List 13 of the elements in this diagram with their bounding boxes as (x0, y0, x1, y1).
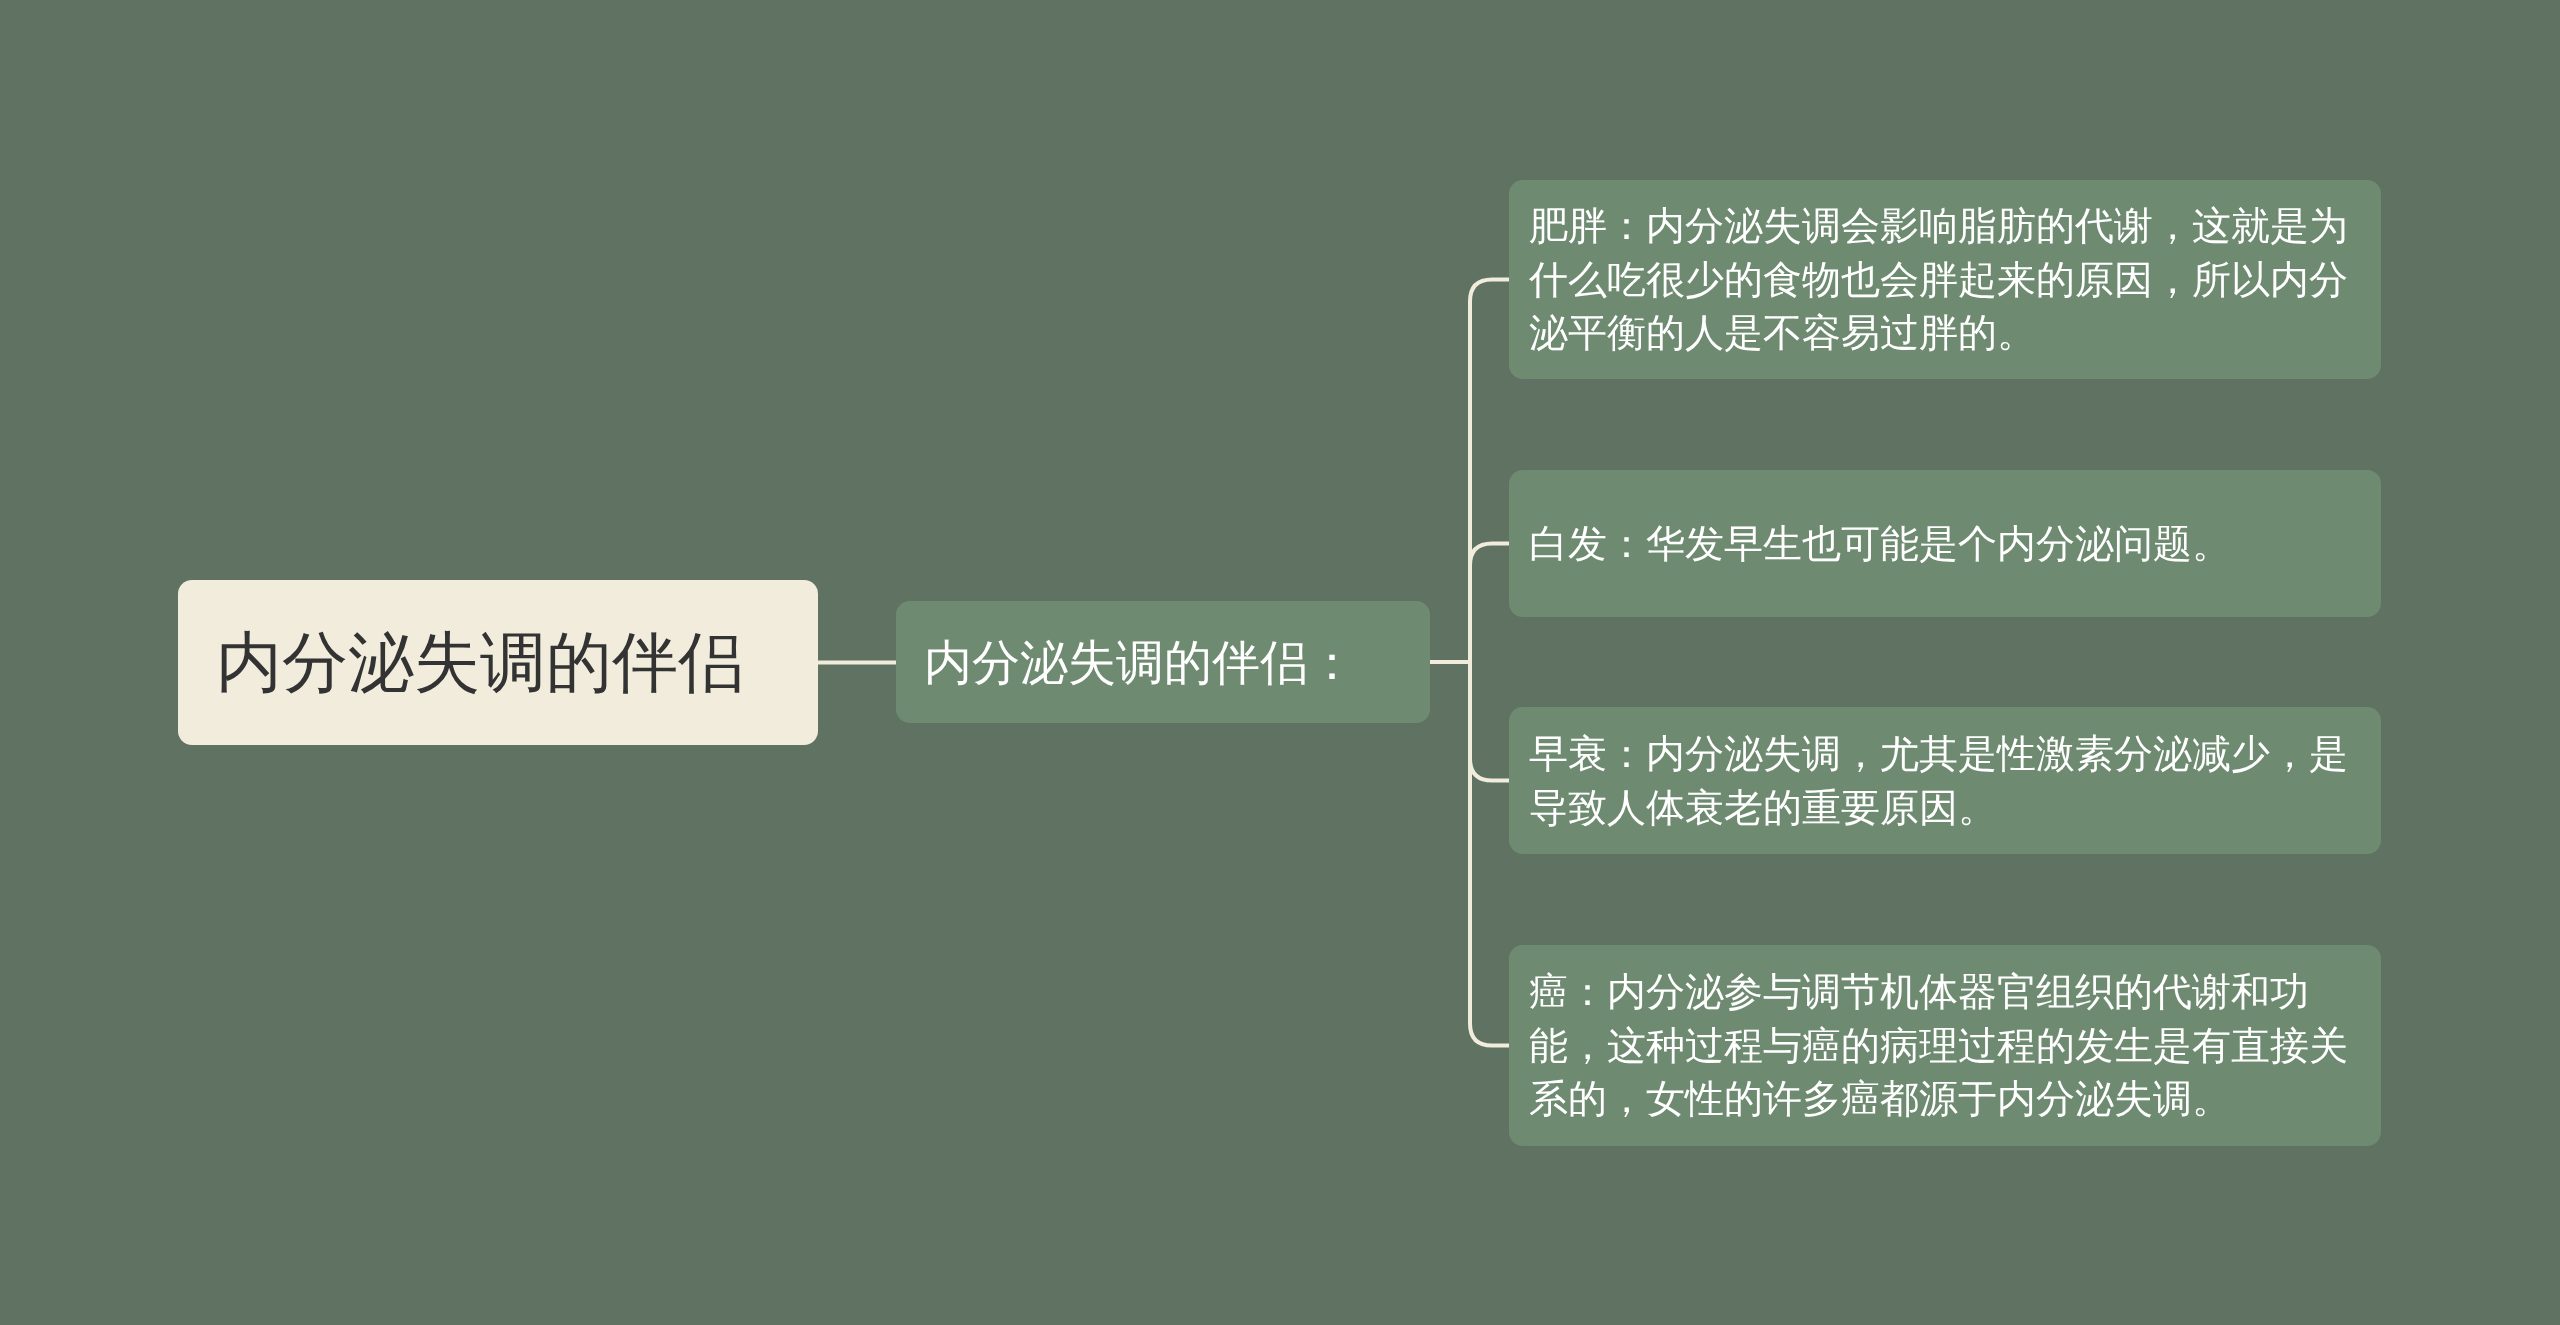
leaf-box (1509, 470, 2381, 617)
leaf-box (1509, 945, 2381, 1146)
node-text: 内分泌失调的伴侣 (216, 622, 744, 703)
topic-box (896, 601, 1430, 723)
node-text: 肥胖：内分泌失调会影响脂肪的代谢，这就是为什么吃很少的食物也会胖起来的原因，所以内分泌平衡的人是不容易过胖的。 (1529, 201, 2349, 358)
node-text: 早衰：内分泌失调，尤其是性激素分泌减少，是导致人体衰老的重要原因。 (1529, 729, 2349, 832)
node-text: 癌：内分泌参与调节机体器官组织的代谢和功能，这种过程与癌的病理过程的发生是有直接关系的，女性的许多癌都源于内分泌失调。 (1529, 967, 2349, 1124)
node-text: 内分泌失调的伴侣： (924, 632, 1356, 692)
leaf-box (1509, 707, 2381, 854)
leaf-box (1509, 180, 2381, 379)
node-text: 白发：华发早生也可能是个内分泌问题。 (1529, 519, 2231, 568)
connector-line (818, 660, 896, 665)
root-box (178, 580, 818, 745)
